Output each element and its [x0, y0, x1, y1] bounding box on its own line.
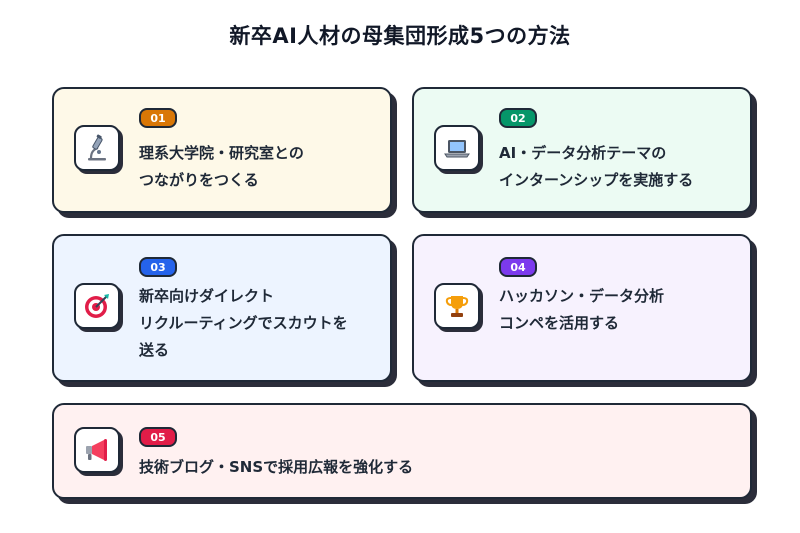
microscope-icon: [74, 125, 120, 171]
laptop-icon: [434, 125, 480, 171]
method-text: 新卒向けダイレクト リクルーティングでスカウトを 送る: [139, 287, 348, 359]
method-card-01: 01 理系大学院・研究室との つながりをつくる: [52, 87, 392, 213]
method-card-04: 04 ハッカソン・データ分析 コンペを活用する: [412, 234, 752, 382]
number-badge: 01: [139, 108, 177, 128]
method-text: AI・データ分析テーマの インターンシップを実施する: [499, 144, 694, 189]
method-text: 理系大学院・研究室との つながりをつくる: [139, 144, 304, 189]
page-title: 新卒AI人材の母集団形成5つの方法: [229, 24, 571, 48]
number-badge: 03: [139, 257, 177, 277]
method-card-02: 02 AI・データ分析テーマの インターンシップを実施する: [412, 87, 752, 213]
target-icon: [74, 283, 120, 329]
trophy-icon: [434, 283, 480, 329]
number-badge: 04: [499, 257, 537, 277]
method-card-03: 03 新卒向けダイレクト リクルーティングでスカウトを 送る: [52, 234, 392, 382]
method-text: ハッカソン・データ分析 コンペを活用する: [499, 287, 665, 332]
number-badge: 05: [139, 427, 177, 447]
number-badge: 02: [499, 108, 537, 128]
method-text: 技術ブログ・SNSで採用広報を強化する: [139, 458, 414, 476]
megaphone-icon: [74, 427, 120, 473]
method-card-05: 05 技術ブログ・SNSで採用広報を強化する: [52, 403, 752, 499]
